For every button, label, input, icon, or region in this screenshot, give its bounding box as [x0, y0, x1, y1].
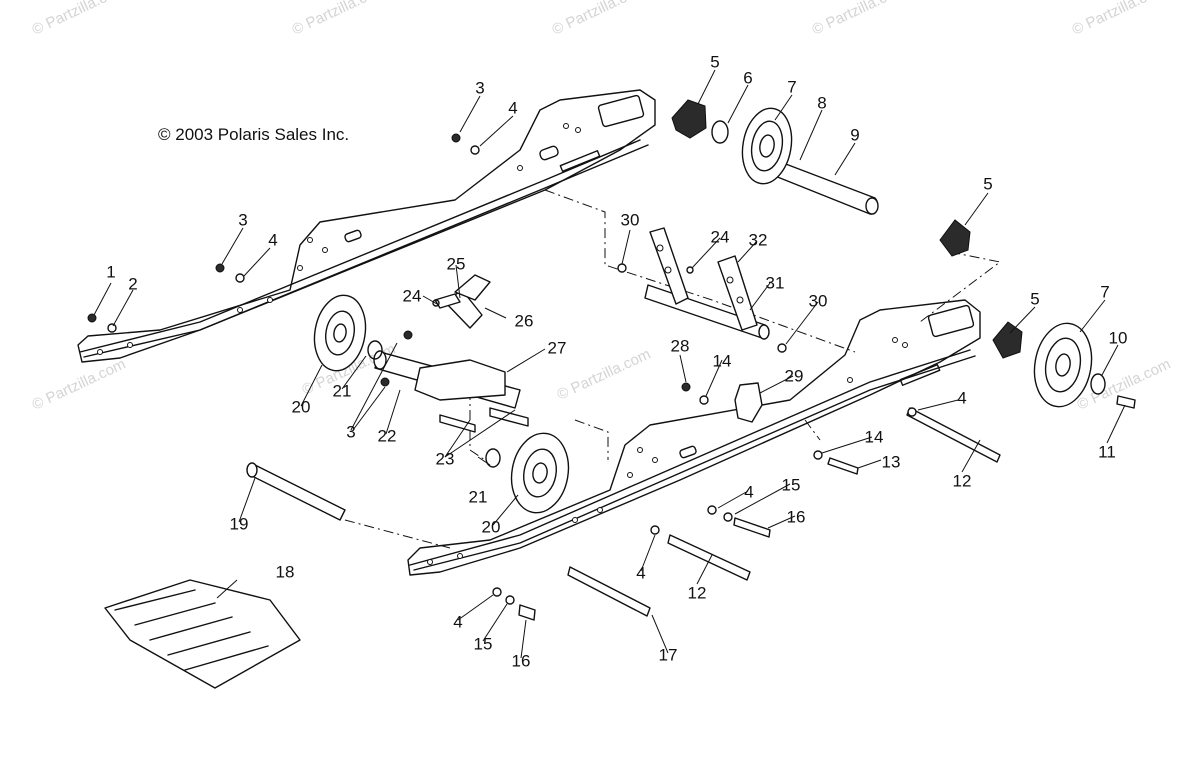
callout-3: 3 — [346, 423, 355, 442]
callout-15: 15 — [474, 635, 493, 654]
rail-left — [77, 89, 656, 363]
callout-26: 26 — [515, 312, 534, 331]
callout-5: 5 — [983, 175, 992, 194]
callout-29: 29 — [785, 367, 804, 386]
callout-9: 9 — [850, 126, 859, 145]
callout-32: 32 — [749, 231, 768, 250]
watermark: © Partzilla.com — [810, 0, 909, 39]
copyright-notice: © 2003 Polaris Sales Inc. — [158, 125, 349, 144]
callout-4: 4 — [744, 483, 753, 502]
watermark: © Partzilla.com — [1070, 0, 1169, 39]
callout-7: 7 — [787, 78, 796, 97]
callout-23: 23 — [436, 450, 455, 469]
callout-28: 28 — [671, 337, 690, 356]
callout-4: 4 — [957, 389, 966, 408]
callout-4: 4 — [453, 613, 462, 632]
callout-16: 16 — [512, 652, 531, 671]
callout-3: 3 — [238, 211, 247, 230]
callout-14: 14 — [713, 352, 732, 371]
leader-lines — [93, 69, 1126, 659]
callout-30: 30 — [621, 211, 640, 230]
callout-18: 18 — [276, 563, 295, 582]
callout-16: 16 — [787, 508, 806, 527]
callout-19: 19 — [230, 515, 249, 534]
callout-2: 2 — [128, 275, 137, 294]
callout-5: 5 — [1030, 290, 1039, 309]
watermark: © Partzilla.com — [30, 356, 129, 414]
callout-11: 11 — [1098, 443, 1116, 462]
rail-right — [407, 299, 981, 576]
callout-6: 6 — [743, 69, 752, 88]
callout-13: 13 — [882, 453, 901, 472]
watermark: © Partzilla.com — [290, 0, 389, 39]
callout-7: 7 — [1100, 283, 1109, 302]
callout-15: 15 — [782, 476, 801, 495]
callout-10: 10 — [1109, 329, 1128, 348]
callout-4: 4 — [636, 564, 645, 583]
callout-25: 25 — [447, 255, 466, 274]
cross-shaft-assembly — [644, 227, 770, 340]
callout-5: 5 — [710, 53, 719, 72]
callout-17: 17 — [659, 646, 678, 665]
callout-14: 14 — [865, 428, 884, 447]
callout-22: 22 — [378, 427, 397, 446]
callouts-extra: 4 4 14 — [636, 483, 753, 583]
callout-4: 4 — [508, 99, 517, 118]
scissor-assembly — [373, 274, 529, 433]
watermark: © Partzilla.com — [550, 0, 649, 39]
front-idler-wheels — [313, 294, 570, 514]
callout-1: 1 — [106, 263, 115, 282]
callout-4: 4 — [268, 231, 277, 250]
slide-frame-18 — [104, 579, 301, 689]
callout-3: 3 — [475, 79, 484, 98]
watermark: © Partzilla.com — [30, 0, 129, 39]
callout-24: 24 — [711, 228, 730, 247]
callout-8: 8 — [817, 94, 826, 113]
callouts: 1 2 3 4 3 4 5 6 7 8 9 5 5 7 10 11 12 12 … — [106, 53, 1127, 671]
hardware — [87, 133, 917, 605]
callout-21: 21 — [469, 488, 488, 507]
rear-idler-assembly — [671, 99, 971, 257]
right-idler-assembly — [992, 321, 1136, 409]
callout-21: 21 — [333, 382, 352, 401]
shafts-and-bolts — [246, 407, 1001, 621]
callout-31: 31 — [766, 274, 785, 293]
callout-24: 24 — [403, 287, 422, 306]
callout-30: 30 — [809, 292, 828, 311]
callout-20: 20 — [292, 398, 311, 417]
callout-12: 12 — [953, 472, 972, 491]
bracket-29 — [734, 382, 763, 423]
watermark: © Partzilla.com — [555, 346, 654, 404]
callout-20: 20 — [482, 518, 501, 537]
callout-27: 27 — [548, 339, 567, 358]
callout-12: 12 — [688, 584, 707, 603]
